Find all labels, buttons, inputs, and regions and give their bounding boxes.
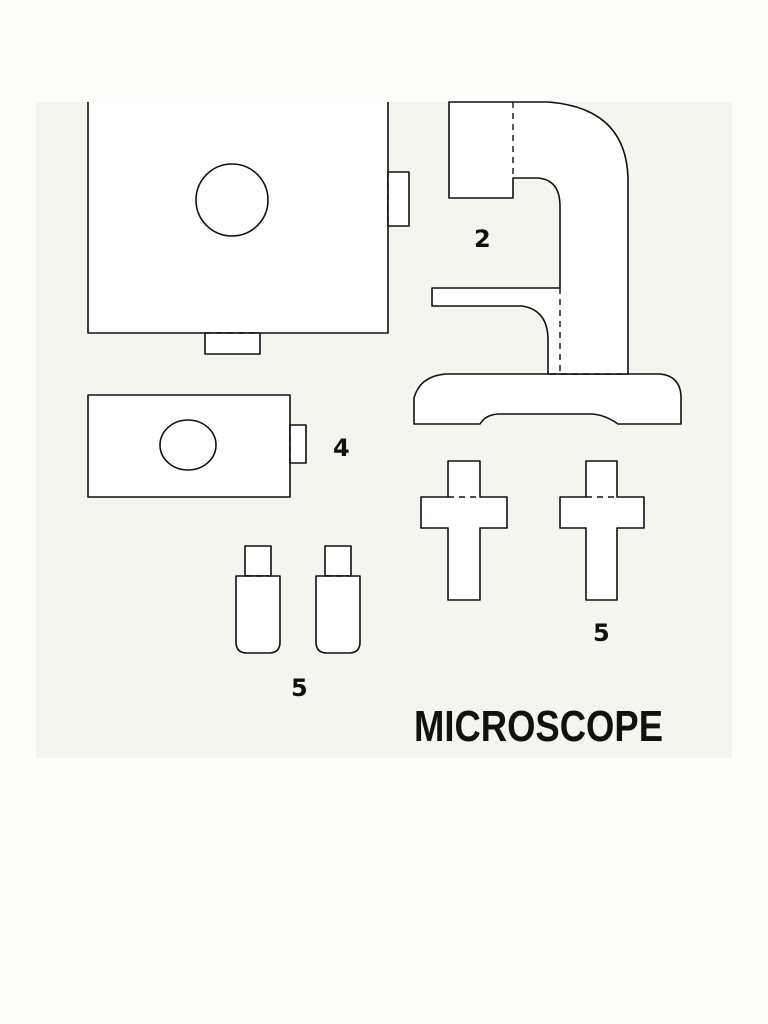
knob-piece-left bbox=[235, 545, 281, 654]
stage-hole bbox=[159, 419, 217, 471]
stage-part bbox=[87, 394, 307, 498]
stand-base bbox=[413, 373, 682, 425]
arm-stand-part bbox=[413, 101, 682, 425]
arm bbox=[431, 101, 629, 375]
part-5-right-label: 5 bbox=[593, 619, 610, 647]
part-5-left-label: 5 bbox=[291, 674, 308, 702]
cross-piece-left bbox=[420, 460, 508, 601]
eyepiece-hole bbox=[195, 163, 269, 237]
body-box-part bbox=[87, 102, 410, 355]
bottom-tab bbox=[204, 332, 261, 355]
cross-piece-right bbox=[559, 460, 645, 601]
side-tab bbox=[387, 171, 410, 227]
knob-piece-right bbox=[315, 545, 361, 654]
part-4-label: 4 bbox=[333, 434, 350, 462]
part-2-label: 2 bbox=[474, 225, 491, 253]
diagram-title: MICROSCOPE bbox=[414, 702, 663, 751]
stage-tab bbox=[289, 424, 307, 464]
